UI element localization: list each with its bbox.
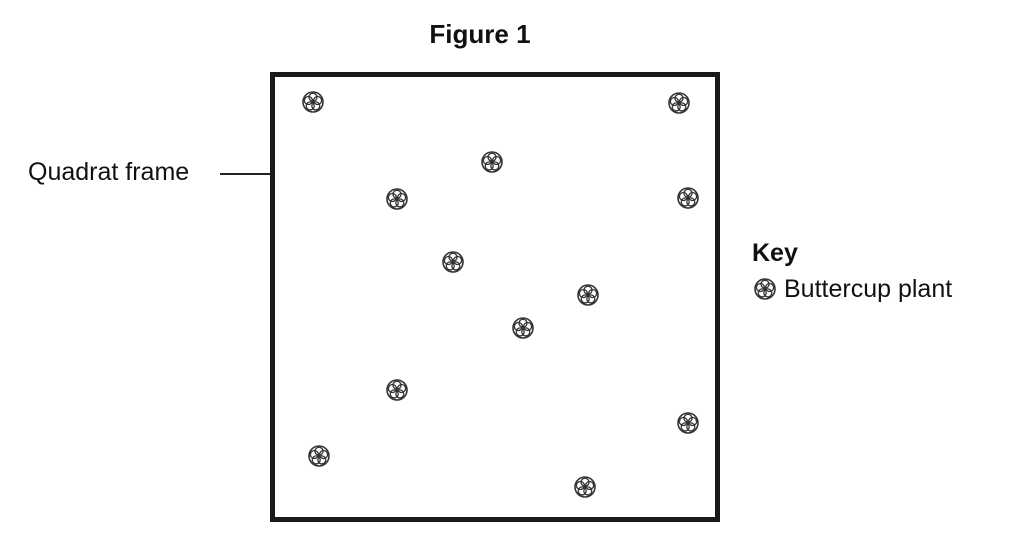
quadrat-frame-leader-line <box>220 173 272 175</box>
quadrat-frame <box>270 72 720 522</box>
key-item-buttercup: Buttercup plant <box>752 274 952 304</box>
quadrat-frame-label: Quadrat frame <box>28 158 190 186</box>
buttercup-plant-icon <box>754 278 776 300</box>
key-title: Key <box>752 239 798 267</box>
key-item-label: Buttercup plant <box>784 275 953 303</box>
key: Key Buttercup plant <box>752 238 952 304</box>
figure-title: Figure 1 <box>429 19 531 49</box>
